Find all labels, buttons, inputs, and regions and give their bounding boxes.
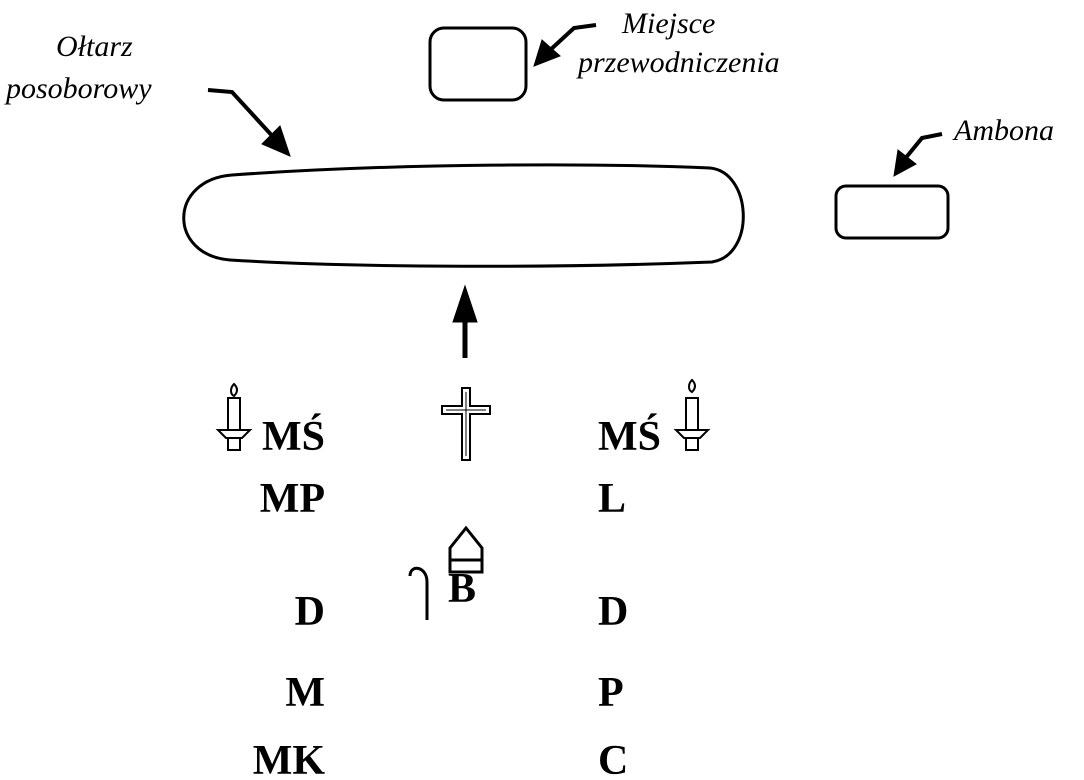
processional-cross-icon (441, 387, 491, 461)
right-position-1: MŚ (598, 413, 661, 460)
procession-direction-arrow-icon (452, 284, 478, 358)
ambo-label: Ambona (952, 114, 1054, 147)
ambo-arrow-icon (893, 132, 943, 177)
presider-chair-arrow-icon (533, 23, 597, 67)
presider-chair-shape (428, 26, 528, 102)
right-position-5: C (598, 738, 628, 780)
left-position-5: MK (253, 738, 326, 780)
right-candle-icon (673, 378, 711, 451)
crozier-icon (408, 566, 429, 620)
altar-arrow-icon (207, 88, 291, 157)
mitre-icon (448, 525, 484, 574)
left-position-4: M (285, 670, 325, 716)
altar-label-line2: posoborowy (4, 72, 152, 105)
left-position-1: MŚ (262, 413, 325, 460)
presider-chair-label-line2: przewodniczenia (576, 46, 780, 79)
left-position-2: MP (260, 476, 325, 522)
altar-shape (182, 163, 745, 268)
left-candle-icon (215, 382, 253, 451)
right-position-2: L (598, 476, 626, 522)
presider-chair-label-line1: Miejsce (621, 7, 715, 40)
right-position-3: D (598, 589, 628, 635)
altar-label-line1: Ołtarz (56, 30, 133, 63)
bishop-label: B (448, 566, 476, 612)
ambo-shape (834, 184, 950, 240)
left-position-3: D (295, 589, 325, 635)
right-position-4: P (598, 670, 624, 716)
